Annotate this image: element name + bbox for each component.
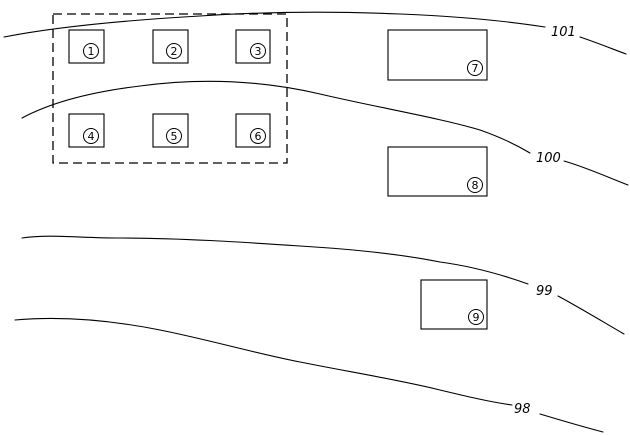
building-outline — [387, 146, 488, 197]
contour-line-101: 101 — [3, 11, 627, 55]
contour-line-98: 98 — [14, 317, 604, 433]
contour-label-98: 98 — [514, 402, 531, 417]
number-circle — [467, 177, 483, 193]
contour-line-100: 100 — [21, 80, 629, 186]
building-number: 5 — [171, 130, 178, 143]
building-outline — [68, 29, 105, 64]
building-number: 6 — [255, 130, 262, 143]
building-7[interactable]: 7 — [387, 29, 488, 81]
number-circle — [468, 309, 484, 325]
building-3[interactable]: 3 — [235, 29, 271, 64]
building-8[interactable]: 8 — [387, 146, 488, 197]
number-circle — [166, 43, 182, 59]
building-2[interactable]: 2 — [152, 29, 189, 64]
building-number: 3 — [255, 45, 262, 58]
number-circle — [250, 43, 266, 59]
number-circle — [83, 43, 99, 59]
number-circle — [467, 60, 483, 76]
number-circle — [250, 128, 266, 144]
building-6[interactable]: 6 — [235, 113, 271, 148]
building-9[interactable]: 9 — [420, 279, 488, 330]
number-circle — [83, 128, 99, 144]
contour-label-101: 101 — [551, 25, 576, 40]
contour-label-100: 100 — [536, 151, 561, 166]
building-1[interactable]: 1 — [68, 29, 105, 64]
selection-frame[interactable] — [52, 13, 288, 164]
building-number: 7 — [472, 62, 479, 75]
building-number: 2 — [171, 45, 178, 58]
building-5[interactable]: 5 — [152, 113, 189, 148]
building-number: 4 — [88, 130, 95, 143]
contour-label-99: 99 — [536, 284, 553, 299]
building-number: 9 — [473, 311, 480, 324]
building-number: 1 — [88, 45, 95, 58]
contour-line-99: 99 — [21, 235, 625, 335]
building-outline — [235, 29, 271, 64]
building-outline — [387, 29, 488, 81]
building-outline — [420, 279, 488, 330]
building-outline — [152, 113, 189, 148]
building-4[interactable]: 4 — [68, 113, 105, 148]
number-circle — [166, 128, 182, 144]
building-number: 8 — [472, 179, 479, 192]
